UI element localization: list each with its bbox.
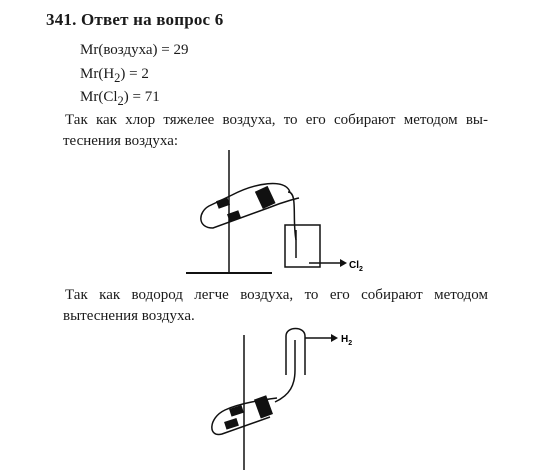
paragraph-hydrogen: Так как водород легче воздуха, то его со… <box>63 285 488 327</box>
stopper <box>254 185 276 210</box>
formula-cl2: Mr(Cl2) = 71 <box>80 89 160 108</box>
paragraph-chlorine-line2: теснения воздуха: <box>63 133 179 149</box>
formula-h2: Mr(H2) = 2 <box>80 66 149 85</box>
formula-air: Mr(воздуха) = 29 <box>80 42 189 58</box>
label-h2: H2 <box>341 334 352 347</box>
reaction-tube <box>200 182 300 229</box>
paragraph-chlorine-line1: Так как хлор тяжелее воздуха, то его соб… <box>65 112 488 128</box>
heading: 341. Ответ на вопрос 6 <box>46 10 224 29</box>
clamp-1 <box>215 197 231 209</box>
delivery-tube <box>274 340 296 403</box>
arrow-head <box>331 334 338 342</box>
paragraph-chlorine: Так как хлор тяжелее воздуха, то его соб… <box>63 110 488 152</box>
clamp-2 <box>226 210 242 222</box>
clamp-2 <box>224 418 239 430</box>
collecting-vessel <box>284 224 321 268</box>
clamp-1 <box>229 405 244 417</box>
label-cl2: Cl2 <box>349 260 363 273</box>
stopper <box>253 395 273 419</box>
collecting-vessel <box>285 327 306 375</box>
paragraph-hydrogen-line1: Так как водород легче воздуха, то его со… <box>65 287 488 303</box>
arrow-head <box>340 259 347 267</box>
paragraph-hydrogen-line2: вытеснения воздуха. <box>63 308 195 324</box>
